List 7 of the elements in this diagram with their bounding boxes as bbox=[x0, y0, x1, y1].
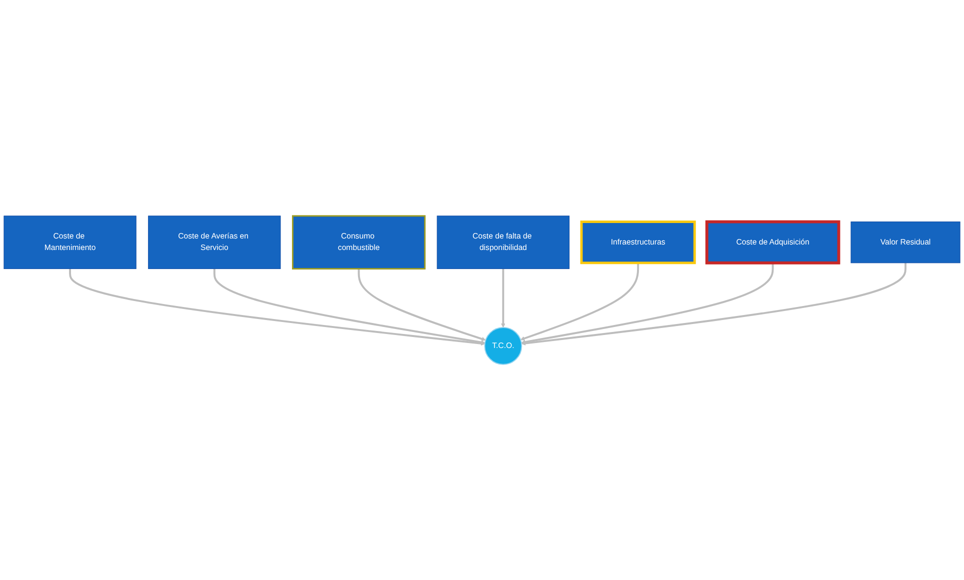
arrow bbox=[521, 262, 906, 346]
arrow bbox=[520, 262, 640, 340]
arrow bbox=[213, 268, 486, 344]
arrow bbox=[358, 268, 486, 341]
arrow bbox=[521, 262, 774, 344]
arrow bbox=[69, 268, 486, 346]
arrow bbox=[501, 268, 506, 328]
